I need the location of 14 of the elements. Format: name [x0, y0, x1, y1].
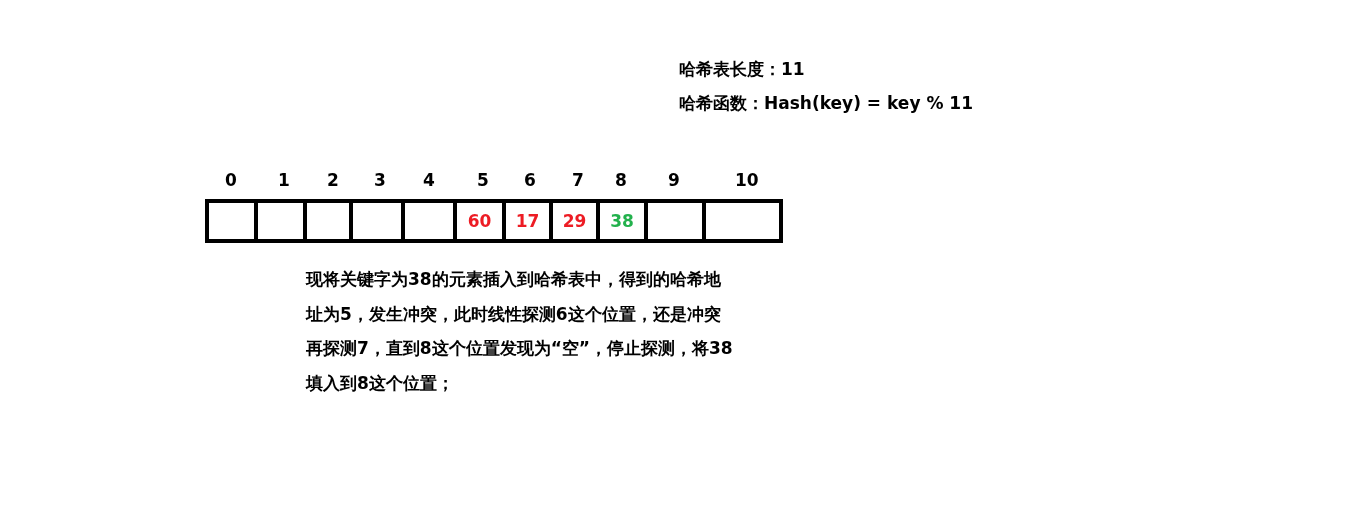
explanation-paragraph: 现将关键字为38的元素插入到哈希表中，得到的哈希地址为5，发生冲突，此时线性探测6这个位置，还是冲突再探测7，直到8这个位置发现为“空”，停止探测，将38填入到8这个位置； — [306, 268, 734, 395]
slot-index: 0 — [225, 170, 237, 190]
slot-index: 2 — [327, 170, 339, 190]
info-text: 哈希函数：Hash(key) = key % 11 — [679, 92, 973, 115]
slot-index: 7 — [572, 170, 584, 190]
info-text: 哈希表长度：11 — [679, 58, 805, 81]
slot-index: 9 — [668, 170, 680, 190]
slot-index: 6 — [524, 170, 536, 190]
slot-index: 5 — [477, 170, 489, 190]
slot-index: 3 — [374, 170, 386, 190]
slot-index: 8 — [615, 170, 627, 190]
slot-index: 1 — [278, 170, 290, 190]
slot-index: 10 — [735, 170, 759, 190]
slot-index: 4 — [423, 170, 435, 190]
